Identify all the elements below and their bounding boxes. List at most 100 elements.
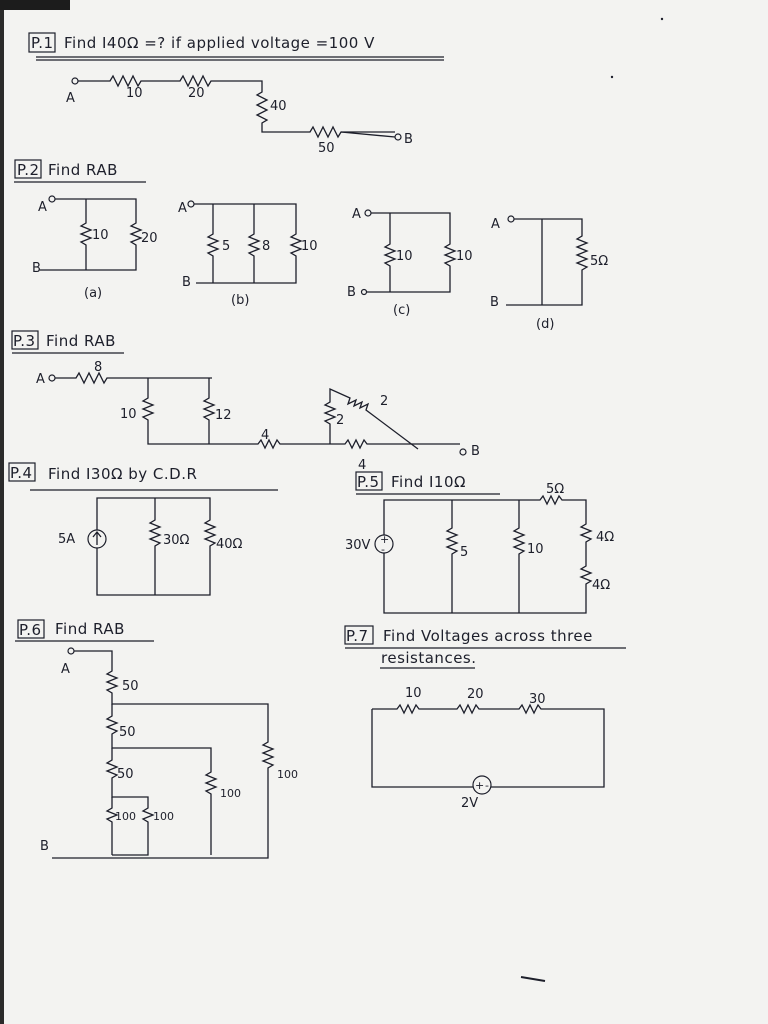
resistor-label: 50 bbox=[119, 725, 136, 740]
subcircuit-c: A B 10 10 (c) bbox=[347, 207, 473, 318]
problem-title: Find RAB bbox=[46, 332, 116, 350]
wire bbox=[96, 497, 217, 596]
resistor-label: 8 bbox=[94, 360, 102, 375]
resistor-label: 5Ω bbox=[590, 254, 608, 269]
pen-mark bbox=[520, 976, 546, 982]
terminal-b bbox=[360, 288, 368, 296]
problem-number-box bbox=[11, 330, 39, 350]
terminal-a bbox=[48, 374, 56, 382]
subpart-tag: (a) bbox=[84, 286, 102, 301]
pen-dot bbox=[610, 75, 614, 79]
problem-title: Find I40Ω =? if applied voltage =100 V bbox=[64, 34, 375, 52]
terminal-a bbox=[187, 200, 195, 208]
wire bbox=[366, 212, 457, 293]
series-circuit-wire bbox=[371, 703, 605, 788]
label-b: B bbox=[404, 132, 413, 147]
problem-5: P.5 Find I10Ω + - 30V 5 10 5Ω 4Ω 4Ω bbox=[345, 471, 614, 614]
problem-number: P.1 bbox=[31, 34, 54, 52]
label-b: B bbox=[32, 261, 41, 276]
resistor-label: 100 bbox=[220, 787, 241, 800]
source-polarity: + bbox=[380, 533, 389, 546]
wire bbox=[52, 650, 275, 859]
wire bbox=[202, 378, 216, 444]
wire bbox=[340, 131, 396, 138]
resistor-label: 40Ω bbox=[216, 537, 243, 552]
source-polarity: + bbox=[475, 779, 484, 792]
problem-number: P.2 bbox=[17, 161, 40, 179]
arrow-up-icon bbox=[92, 530, 102, 545]
problem-title: Find I30Ω by C.D.R bbox=[48, 465, 197, 483]
source-label: 30V bbox=[345, 538, 371, 553]
source-polarity: - bbox=[381, 543, 385, 556]
problem-4: P.4 Find I30Ω by C.D.R 5A 30Ω 40Ω bbox=[8, 462, 278, 596]
problem-number: P.4 bbox=[10, 464, 33, 482]
label-a: A bbox=[38, 200, 47, 215]
resistor-label: 50 bbox=[117, 767, 134, 782]
resistor-label: 30Ω bbox=[163, 533, 190, 548]
resistor-label: 12 bbox=[215, 408, 232, 423]
wire bbox=[247, 204, 261, 283]
wire bbox=[383, 494, 593, 614]
terminal-a bbox=[67, 647, 75, 655]
problem-number: P.6 bbox=[19, 621, 42, 639]
resistor-label: 10 bbox=[126, 86, 143, 101]
wire bbox=[148, 498, 162, 595]
resistor-label: 4 bbox=[358, 458, 366, 473]
resistor-label: 20 bbox=[467, 687, 484, 702]
wire bbox=[40, 198, 143, 271]
problem-number-box bbox=[355, 471, 383, 491]
wire bbox=[506, 218, 589, 306]
resistor-label: 20 bbox=[141, 231, 158, 246]
source-label: 5A bbox=[58, 532, 75, 547]
problem-title-line2: resistances. bbox=[381, 649, 477, 667]
pen-dot bbox=[660, 17, 664, 21]
problem-number-box bbox=[14, 159, 42, 179]
label-b: B bbox=[40, 839, 49, 854]
resistor-label: 10 bbox=[405, 686, 422, 701]
voltage-source bbox=[472, 775, 492, 795]
label-a: A bbox=[36, 372, 45, 387]
wire bbox=[206, 204, 220, 283]
problem-number: P.7 bbox=[346, 627, 369, 645]
resistor-label: 10 bbox=[301, 239, 318, 254]
subcircuit-b: A B 5 8 10 (b) bbox=[178, 200, 318, 308]
label-a: A bbox=[491, 217, 500, 232]
resistor-label: 10 bbox=[396, 249, 413, 264]
wire bbox=[79, 199, 93, 270]
label-a: A bbox=[61, 662, 70, 677]
resistor-label: 50 bbox=[122, 679, 139, 694]
terminal-a bbox=[364, 209, 372, 217]
terminal-a bbox=[507, 215, 515, 223]
resistor-label: 10 bbox=[92, 228, 109, 243]
resistor-label: 100 bbox=[277, 768, 298, 781]
resistor-label: 2 bbox=[380, 394, 388, 409]
problem-number: P.5 bbox=[357, 473, 380, 491]
wire bbox=[55, 371, 212, 385]
problem-title: Find RAB bbox=[48, 161, 118, 179]
resistor-label: 5 bbox=[460, 545, 468, 560]
subpart-tag: (c) bbox=[393, 303, 410, 318]
problem-1: P.1 Find I40Ω =? if applied voltage =100… bbox=[28, 32, 444, 156]
voltage-source bbox=[374, 534, 394, 554]
resistor-label: 100 bbox=[153, 810, 174, 823]
resistor-label: 30 bbox=[529, 692, 546, 707]
resistor-label: 2 bbox=[336, 413, 344, 428]
resistor-label: 100 bbox=[115, 810, 136, 823]
label-b: B bbox=[471, 444, 480, 459]
resistor-label: 50 bbox=[318, 141, 335, 156]
problem-number-box bbox=[17, 619, 45, 639]
subpart-tag: (d) bbox=[536, 317, 554, 332]
terminal-b bbox=[394, 133, 402, 141]
problem-6: P.6 Find RAB A B 50 50 50 100 100 100 10… bbox=[15, 619, 298, 859]
resistor-label: 4Ω bbox=[596, 530, 614, 545]
label-a: A bbox=[178, 201, 187, 216]
resistor-label: 5Ω bbox=[546, 482, 564, 497]
problem-3: P.3 Find RAB A 8 10 12 4 2 2 4 B bbox=[11, 330, 480, 473]
wire bbox=[512, 500, 526, 613]
source-polarity: - bbox=[485, 779, 489, 792]
subcircuit-d: A B 5Ω (d) bbox=[490, 215, 608, 332]
terminal-b bbox=[459, 448, 467, 456]
label-b: B bbox=[490, 295, 499, 310]
